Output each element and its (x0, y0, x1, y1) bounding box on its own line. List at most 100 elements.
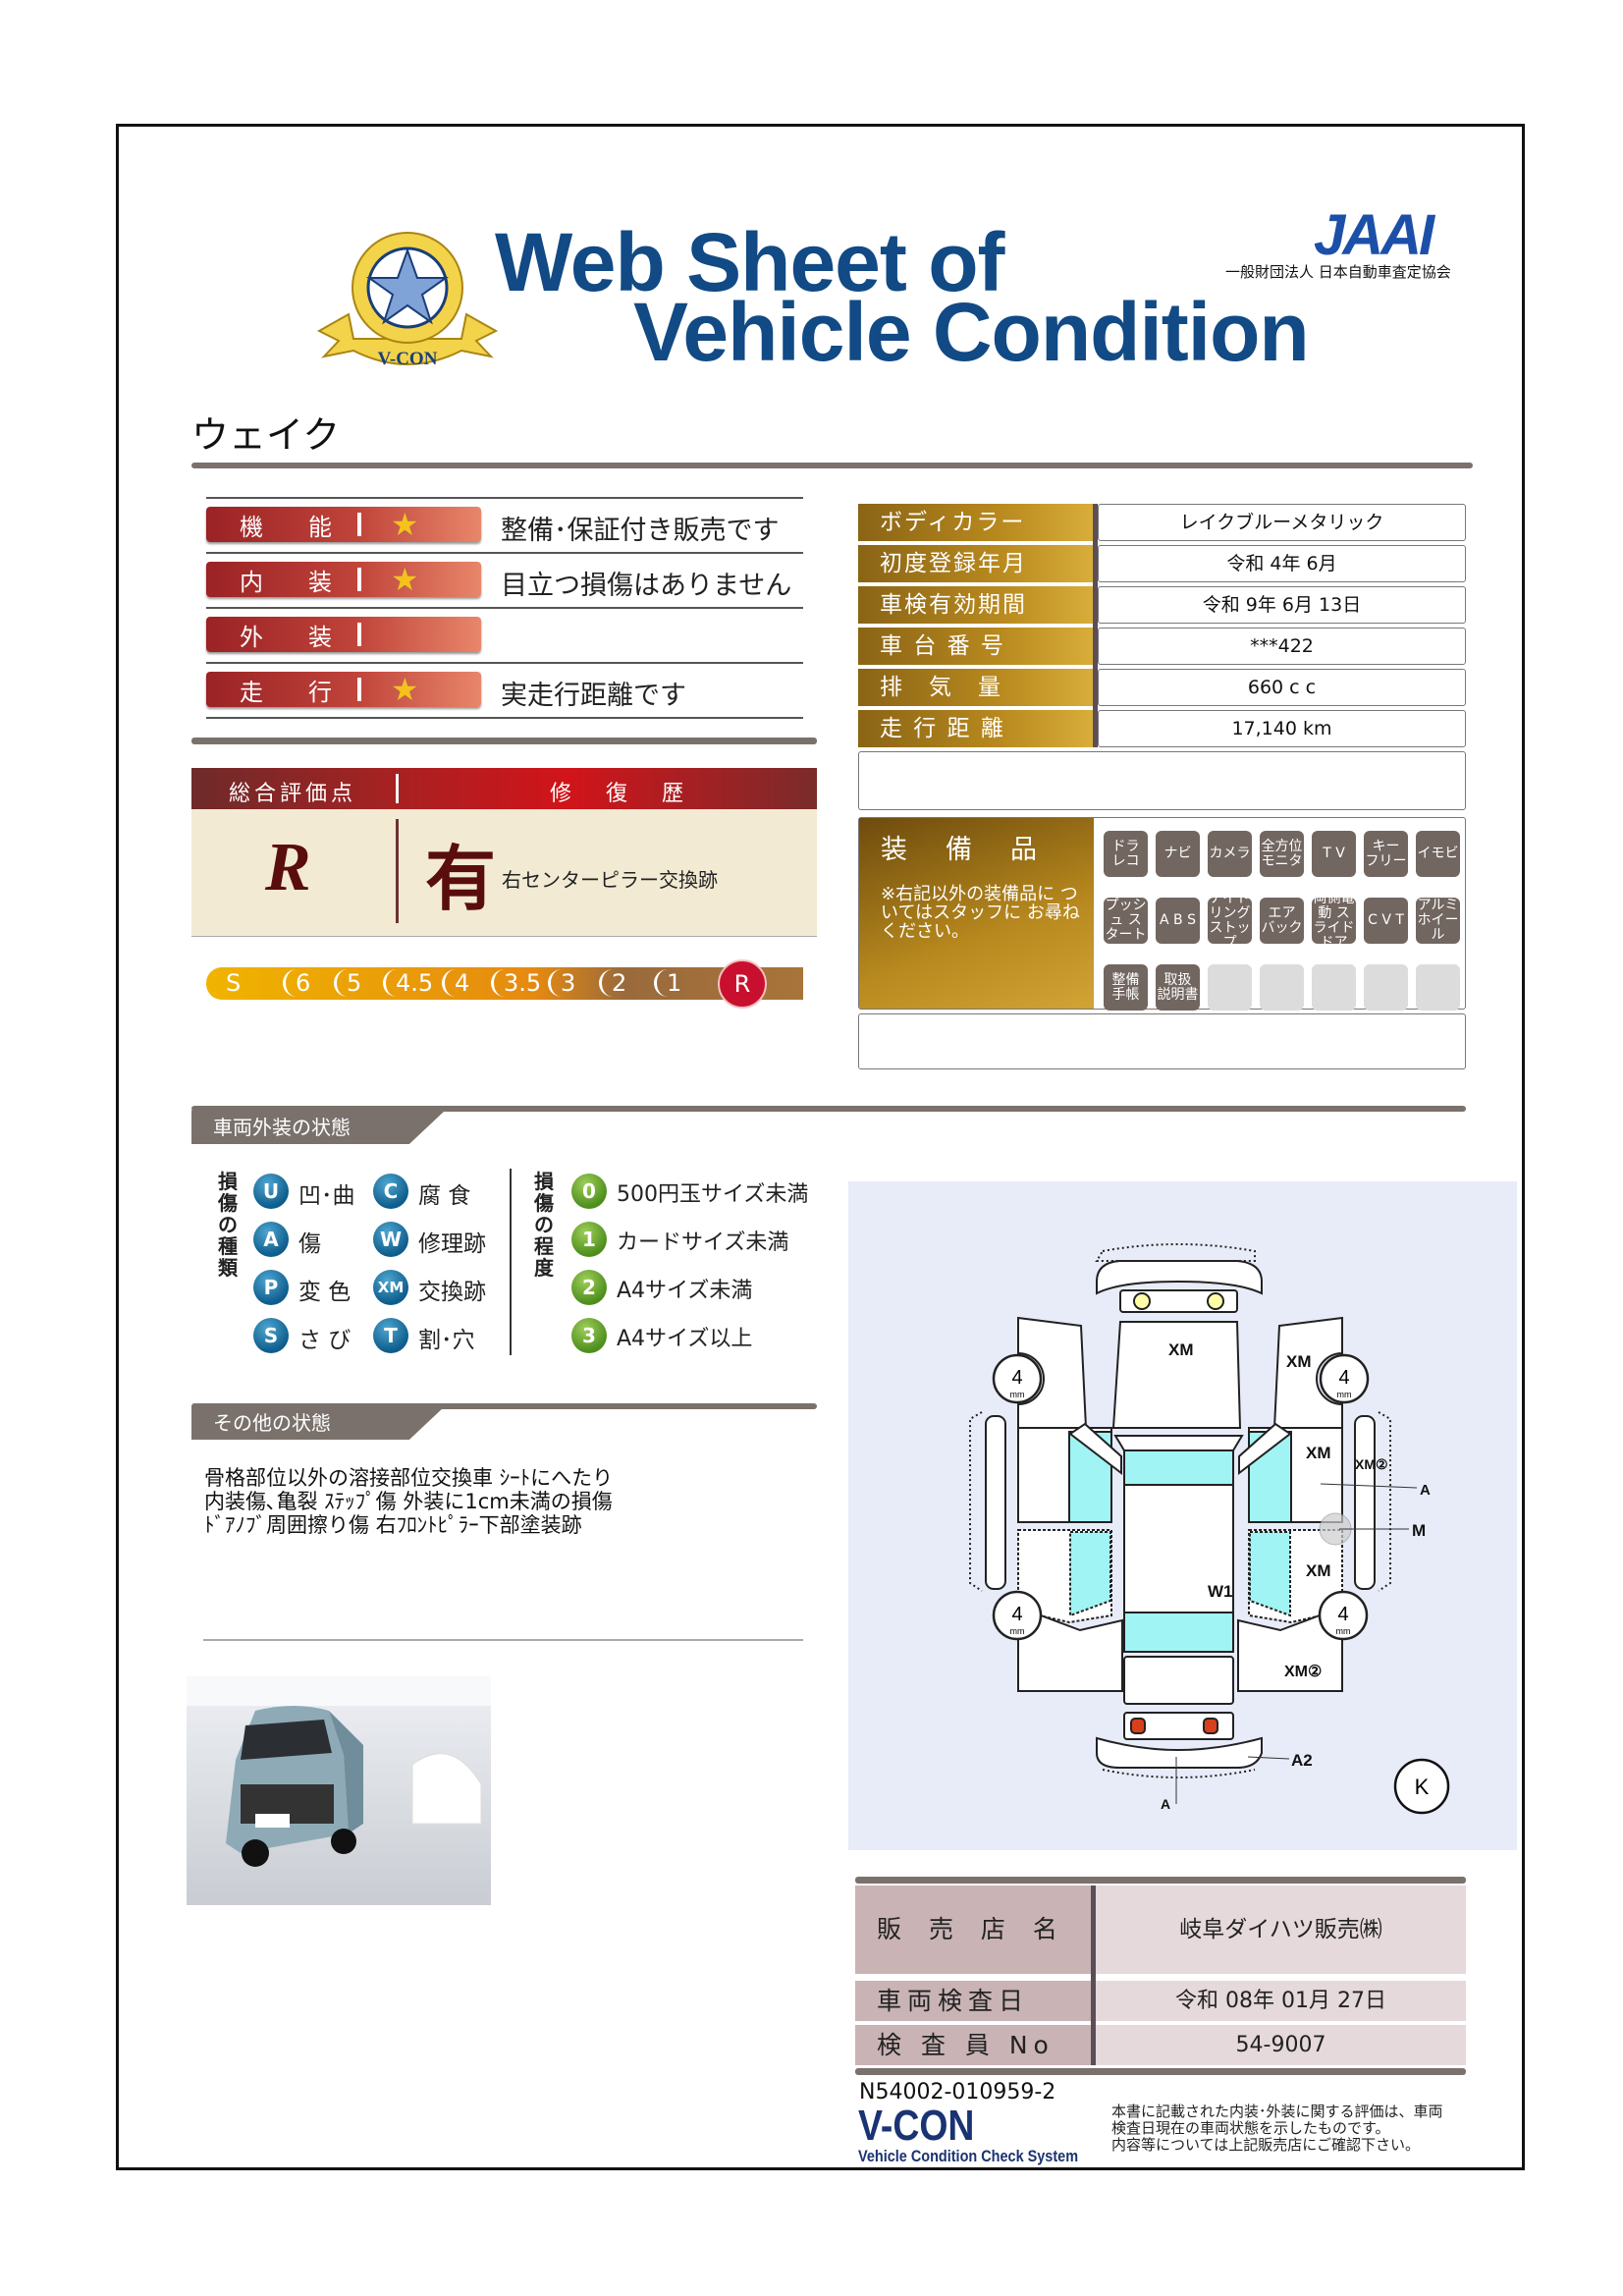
org-name: 一般財団法人 日本自動車査定協会 (1225, 263, 1451, 281)
tread-depth: 4 (1011, 1367, 1022, 1389)
rating-label-2: 能 (308, 513, 332, 541)
inspector-label: 検 査 員 No (855, 2025, 1091, 2065)
spec-label: 車 台 番 号 (858, 628, 1093, 665)
damage-type-text: さ び (298, 1328, 352, 1353)
mark-a2: A2 (1291, 1751, 1313, 1770)
emblem-text: V-CON (378, 349, 438, 369)
vcon-emblem-logo: V-CON (316, 232, 499, 369)
tread-unit: mm (1010, 1626, 1025, 1636)
grade-4: 4 (442, 969, 469, 997)
overall-header: 総合評価点 修 復 歴 (191, 768, 817, 809)
equipment-tile (1312, 964, 1356, 1011)
equipment-tile: アルミ ホイール (1416, 898, 1460, 944)
blank-box (858, 751, 1466, 810)
grade-5: 5 (334, 969, 361, 997)
equipment-tile (1364, 964, 1408, 1011)
k-badge: K (1415, 1775, 1430, 1799)
equipment-box: 装 備 品 ※右記以外の装備品に ついてはスタッフに お尋ねください。 ドラ レ… (858, 817, 1466, 1011)
blank-box (858, 1013, 1466, 1069)
legend-divider (510, 1169, 512, 1355)
equipment-tile: アイド リング ストップ (1208, 890, 1252, 951)
jaai-logo: JAAI (1314, 203, 1434, 267)
equipment-tile: 整備 手帳 (1104, 964, 1148, 1011)
degree-text: A4サイズ未満 (617, 1279, 753, 1303)
rating-label-1: 外 (240, 623, 263, 651)
spec-label: ボディカラー (858, 504, 1093, 541)
rear-glass (1123, 1612, 1234, 1653)
disclaimer-line: 内容等については上記販売店にご確認下さい。 (1111, 2136, 1420, 2154)
grade-3.5: 3.5 (491, 969, 541, 997)
degree-code-2: 2 (571, 1270, 607, 1305)
degree-text: カードサイズ未満 (617, 1230, 789, 1255)
spec-label: 初度登録年月 (858, 545, 1093, 582)
damage-type-text: 変 色 (298, 1280, 352, 1305)
tread-unit: mm (1010, 1390, 1025, 1399)
vcon-logo: V-CON (858, 2102, 975, 2150)
equipment-tile: イモビ (1416, 831, 1460, 877)
divider (191, 463, 1473, 468)
headlights (1119, 1289, 1238, 1313)
rating-label-2: 装 (308, 568, 332, 596)
degree-code-0: 0 (571, 1174, 607, 1209)
disclaimer: 本書に記載された内装･外装に関する評価は、車両 検査日現在の車両状態を示したもの… (1111, 2104, 1443, 2154)
mark-r-front-door: XM (1306, 1444, 1331, 1462)
spec-value: 令和 9年 6月 13日 (1098, 586, 1466, 624)
rear-bumper (1096, 1736, 1263, 1769)
star-icon: ★ (391, 671, 419, 708)
equipment-tile (1208, 964, 1252, 1011)
other-line: 内装傷､亀裂 ｽﾃｯﾌﾟ傷 外装に1cm未満の損傷 (204, 1490, 613, 1513)
hood (1111, 1321, 1242, 1429)
divider (191, 1106, 1466, 1112)
tread-depth: 4 (1337, 1604, 1348, 1625)
mark-w1: W1 (1208, 1582, 1233, 1601)
damage-degree-label: 損傷の程度 (534, 1170, 554, 1280)
grade-3: 3 (548, 969, 575, 997)
mark-a: A (1420, 1482, 1431, 1499)
mark-rf-fender: XM (1286, 1352, 1312, 1371)
spec-value: 令和 4年 6月 (1098, 545, 1466, 582)
inspection-date: 令和 08年 01月 27日 (1096, 1981, 1466, 2021)
other-section-header: その他の状態 (191, 1406, 445, 1440)
rating-label-1: 走 (240, 678, 263, 706)
damage-code-A: A (253, 1222, 289, 1257)
degree-code-3: 3 (571, 1318, 607, 1353)
equipment-tile: キー フリー (1364, 831, 1408, 877)
grade-6: 6 (283, 969, 310, 997)
left-side-step (985, 1415, 1006, 1590)
tread-wheel (1319, 1353, 1370, 1404)
mark-r-rear-door: XM (1306, 1561, 1331, 1580)
rating-label-2: 行 (308, 678, 332, 706)
equipment-note: ※右記以外の装備品に ついてはスタッフに お尋ねください。 (881, 884, 1080, 942)
car-name: ウェイク (191, 413, 341, 457)
rating-badge: 外装 (206, 617, 481, 652)
divider (206, 662, 803, 664)
tread-wheel (1318, 1590, 1369, 1641)
spec-label: 走 行 距 離 (858, 710, 1093, 747)
tread-wheel (992, 1353, 1043, 1404)
front-bumper (1096, 1260, 1263, 1295)
degree-text: A4サイズ以上 (617, 1327, 753, 1351)
damage-code-S: S (253, 1318, 289, 1353)
divider (206, 497, 803, 499)
spec-label: 車検有効期間 (858, 586, 1093, 624)
mark-hood: XM (1168, 1340, 1194, 1359)
shop-name: 岐阜ダイハツ販売㈱ (1096, 1886, 1466, 1974)
equipment-label: 装 備 品 (881, 835, 1043, 865)
other-line: ﾄﾞｱﾉﾌﾞ周囲擦り傷 右ﾌﾛﾝﾄﾋﾟﾗｰ下部塗装跡 (204, 1513, 582, 1537)
star-icon: ★ (391, 506, 419, 543)
divider (206, 717, 803, 719)
back-door (1123, 1656, 1234, 1705)
rating-text: 目立つ損傷はありません (501, 571, 792, 601)
other-conditions: 骨格部位以外の溶接部位交換車 ｼｰﾄにへたり 内装傷､亀裂 ｽﾃｯﾌﾟ傷 外装に… (204, 1466, 613, 1537)
divider (855, 2068, 1466, 2075)
date-label: 車両検査日 (855, 1981, 1091, 2021)
mark-r-quarter: XM② (1284, 1664, 1322, 1680)
tread-unit: mm (1337, 1390, 1352, 1399)
tread-depth: 4 (1338, 1367, 1349, 1389)
repair-label: 修 復 歴 (550, 782, 697, 806)
star-icon: ★ (391, 561, 419, 598)
mark-r-step: XM② (1355, 1456, 1388, 1472)
equipment-tile: T V (1312, 831, 1356, 877)
damage-type-text: 凹･曲 (298, 1183, 355, 1209)
